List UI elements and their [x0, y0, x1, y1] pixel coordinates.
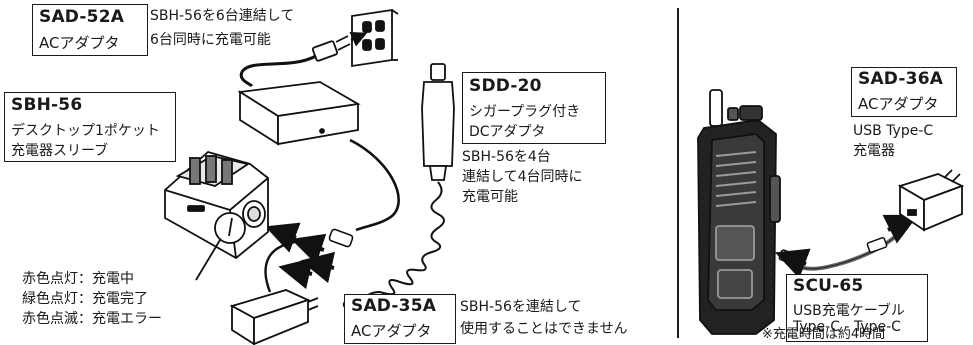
sdd20-note-3: 充電可能 — [462, 189, 518, 205]
scu65-desc-1: USB充電ケーブル — [793, 303, 905, 319]
ac-cord — [239, 54, 317, 88]
sad35a-type: ACアダプタ — [351, 322, 432, 340]
sad52a-power-brick-icon — [237, 81, 361, 146]
led-status-green-on: 緑色点灯：充電完了 — [22, 291, 148, 307]
sad52a-desc-2: 6台同時に充電可能 — [150, 32, 271, 48]
coiled-cord-icon — [363, 181, 445, 301]
sad52a-desc-1: SBH-56を6台連結して — [150, 8, 295, 24]
sad36a-charger-icon — [897, 169, 965, 232]
sbh56-desc-1: デスクトップ1ポケット — [11, 123, 160, 139]
sdd20-note-2: 連結して4台同時に — [462, 169, 583, 185]
sbh56-model: SBH-56 — [11, 95, 83, 115]
sad36a-model: SAD-36A — [858, 69, 944, 89]
sad35a-desc-1: SBH-56を連結して — [460, 299, 582, 315]
radio-transceiver-icon — [697, 89, 781, 335]
sad35a-adapter-icon — [229, 289, 319, 345]
sad36a-label-box: SAD-36A ACアダプタ — [851, 67, 957, 117]
sad52a-label-box: SAD-52A ACアダプタ — [32, 4, 148, 56]
ac-plug-icon — [311, 35, 351, 62]
insert-arrows — [265, 222, 336, 290]
sbh56-desc-2: 充電器スリーブ — [11, 143, 109, 159]
sdd20-model: SDD-20 — [469, 76, 542, 96]
sad36a-type: ACアダプタ — [858, 95, 939, 113]
cigar-plug-icon — [421, 63, 455, 181]
sbh56-charger-icon — [164, 150, 269, 260]
wall-outlet-icon — [351, 8, 399, 68]
sdd20-desc-2: DCアダプタ — [469, 124, 546, 140]
sbh56-label-box: SBH-56 デスクトップ1ポケット 充電器スリーブ — [4, 92, 176, 162]
sad36a-desc-2: 充電器 — [853, 143, 895, 159]
dc-plug-icon — [328, 228, 354, 248]
sad35a-cord — [264, 238, 303, 293]
dc-cord — [349, 138, 400, 232]
scu65-model: SCU-65 — [793, 276, 864, 296]
sad35a-desc-2: 使用することはできません — [460, 321, 628, 337]
sad36a-desc-1: USB Type-C — [853, 123, 934, 139]
usb-arrows — [775, 214, 919, 279]
sad52a-type: ACアダプタ — [39, 34, 120, 52]
sdd20-note-1: SBH-56を4台 — [462, 149, 551, 165]
section-divider — [677, 8, 679, 338]
led-status-red-blink: 赤色点滅：充電エラー — [22, 311, 162, 327]
sdd20-desc-1: シガープラグ付き — [469, 104, 581, 120]
charge-time-footnote: ※充電時間は約4時間 — [762, 327, 886, 342]
sad35a-model: SAD-35A — [351, 296, 437, 316]
led-status-red-on: 赤色点灯：充電中 — [22, 271, 134, 287]
scu65-label-box: SCU-65 USB充電ケーブル Type-C - Type-C — [786, 274, 928, 342]
sdd20-label-box: SDD-20 シガープラグ付き DCアダプタ — [462, 72, 606, 144]
led-callout — [195, 212, 246, 281]
sad35a-label-box: SAD-35A ACアダプタ — [344, 294, 456, 344]
sad52a-model: SAD-52A — [39, 7, 125, 27]
scu65-desc-2: Type-C - Type-C — [793, 319, 901, 335]
